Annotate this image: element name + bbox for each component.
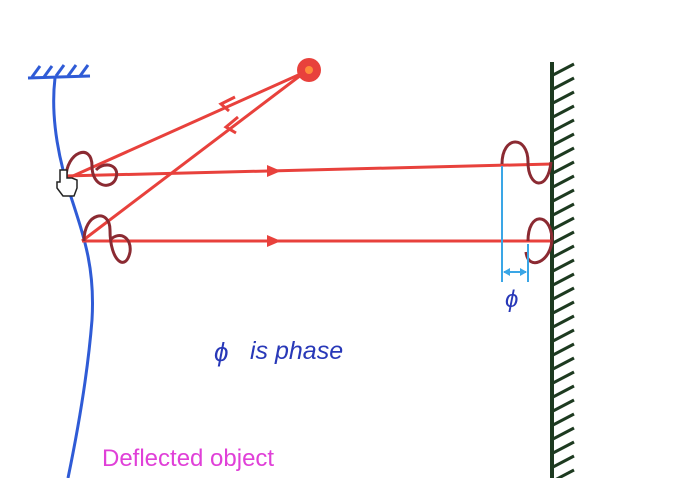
wall-hatch-mark: [552, 132, 575, 147]
reflected-rays: [63, 162, 553, 243]
wave-symbols: [64, 140, 554, 265]
wall-hatch-mark: [552, 160, 575, 175]
support-hatches: [30, 64, 90, 78]
wall-hatch-mark: [552, 356, 575, 371]
wall-hatch-mark: [552, 328, 575, 343]
hand-cursor-icon: [56, 169, 78, 197]
phase-arrow-right: [520, 268, 527, 276]
wave-left-upper: [64, 151, 119, 187]
arrowhead-reflected-upper: [267, 165, 281, 177]
wall-hatch-mark: [552, 342, 575, 357]
wall-hatch-mark: [552, 146, 575, 161]
wall-hatch-mark: [552, 118, 575, 133]
phase-caption: is phase: [250, 337, 343, 365]
hatched-wall: [550, 62, 575, 478]
phase-marker: [501, 166, 529, 282]
support-line: [27, 74, 91, 80]
wave-right-lower: [524, 217, 554, 265]
wall-hatch-mark: [552, 426, 575, 441]
wall-hatch-mark: [552, 286, 575, 301]
wall-hatch-mark: [552, 440, 575, 455]
wall-hatch-mark: [552, 384, 575, 399]
wave-right-upper: [500, 140, 553, 185]
wall-hatch-mark: [552, 300, 575, 315]
light-source-core: [305, 66, 313, 74]
light-source: [297, 58, 321, 82]
wall-hatch-mark: [555, 468, 575, 478]
wave-left-lower: [82, 214, 132, 264]
wall-hatch-mark: [552, 62, 575, 77]
object-label: Deflected object: [102, 445, 274, 472]
wall-hatch-mark: [552, 174, 575, 189]
wall-hatch-mark: [552, 230, 575, 245]
arrowhead-reflected-lower: [267, 235, 281, 247]
reflected-arrowheads: [267, 165, 281, 247]
wall-hatch-mark: [552, 104, 575, 119]
wall-hatch-mark: [552, 244, 575, 259]
wall-hatch-mark: [552, 412, 575, 427]
wall-hatch-mark: [552, 314, 575, 329]
wall-hatch-mark: [552, 90, 575, 105]
wall-hatch-mark: [552, 398, 575, 413]
incident-rays: [63, 70, 306, 243]
ground-support: [27, 64, 91, 80]
arrowhead-incident-upper: [218, 95, 236, 113]
reflected-ray-upper: [63, 162, 553, 178]
wall-hatch-mark: [552, 258, 575, 273]
phase-arrow-left: [503, 268, 510, 276]
phase-symbol-marker: ϕ: [505, 286, 518, 313]
wall-hatch-mark: [552, 202, 575, 217]
wall-hatch-mark: [552, 76, 575, 91]
phase-symbol-caption: ϕ: [214, 337, 228, 367]
wall-hatch-mark: [552, 216, 575, 231]
wall-hatch-mark: [552, 188, 575, 203]
wall-hatches: [552, 62, 575, 478]
wall-hatch-mark: [552, 272, 575, 287]
wall-hatch-mark: [552, 454, 575, 469]
incident-ray-lower: [81, 70, 306, 243]
deflected-object-curve: [52, 77, 94, 478]
incident-ray-upper: [63, 70, 306, 182]
arrowhead-incident-lower: [223, 115, 239, 135]
wall-hatch-mark: [552, 370, 575, 385]
